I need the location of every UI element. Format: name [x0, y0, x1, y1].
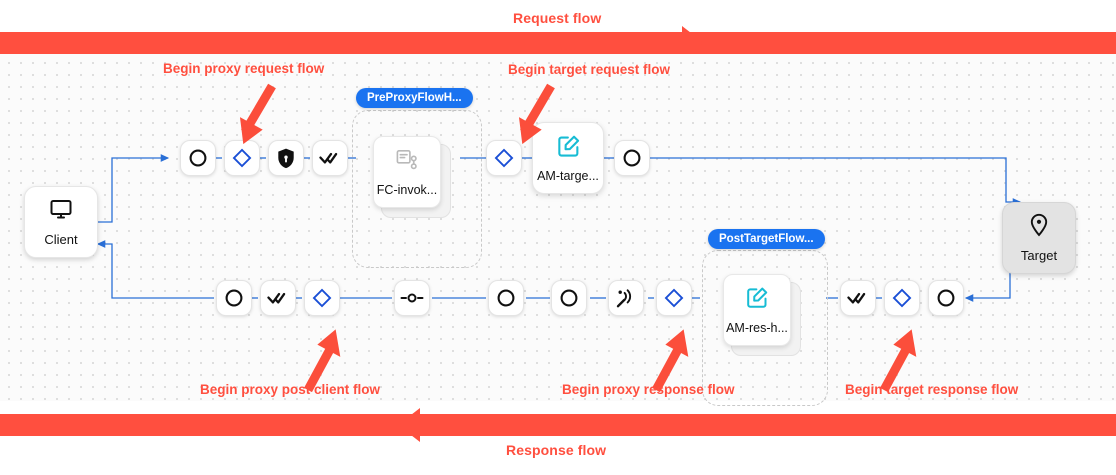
node-req-checks[interactable] — [312, 140, 348, 176]
circle-icon — [224, 288, 244, 308]
diagram-canvas[interactable]: Client Target — [0, 54, 1116, 406]
node-req-start[interactable] — [180, 140, 216, 176]
diamond-icon — [494, 148, 514, 168]
group-badge-posttargetflow[interactable]: PostTargetFlow... — [708, 229, 825, 249]
diamond-icon — [312, 288, 332, 308]
annotation-arrow-begin-proxy-post-client-flow — [304, 329, 341, 392]
annotation-label-begin-target-request-flow: Begin target request flow — [508, 62, 671, 77]
node-res-broadcast[interactable] — [608, 280, 644, 316]
node-res-client-start[interactable] — [216, 280, 252, 316]
node-res-target-flow[interactable] — [884, 280, 920, 316]
node-res-mid-a[interactable] — [488, 280, 524, 316]
node-res-client-checks[interactable] — [260, 280, 296, 316]
assign-message-icon — [556, 134, 581, 164]
assign-message-icon — [745, 286, 769, 315]
annotation-arrow-begin-target-request-flow — [518, 83, 555, 144]
node-req-target-flow[interactable] — [486, 140, 522, 176]
satellite-icon — [615, 287, 637, 309]
policy-card-front[interactable]: AM-res-h... — [723, 274, 791, 346]
group-preproxyflowhook[interactable] — [352, 110, 482, 268]
monitor-icon — [49, 197, 73, 226]
node-res-post-client-flow[interactable] — [304, 280, 340, 316]
group-posttargetflow[interactable] — [702, 250, 828, 406]
request-flow-label: Request flow — [513, 10, 602, 26]
node-res-target-start[interactable] — [928, 280, 964, 316]
location-pin-icon — [1028, 213, 1050, 242]
double-check-icon — [267, 289, 289, 307]
circle-icon — [936, 288, 956, 308]
annotation-label-begin-target-response-flow: Begin target response flow — [845, 382, 1019, 397]
policy-card-front[interactable]: FC-invok... — [373, 136, 441, 208]
annotation-arrow-begin-proxy-request-flow — [239, 83, 276, 144]
request-flow-bar — [0, 32, 1116, 54]
node-res-proxy-flow[interactable] — [656, 280, 692, 316]
circle-icon — [559, 288, 579, 308]
circle-icon — [496, 288, 516, 308]
double-check-icon — [847, 289, 869, 307]
policy-card-am-target[interactable]: AM-targe... — [532, 122, 604, 194]
node-req-security[interactable] — [268, 140, 304, 176]
client-endpoint-label: Client — [44, 232, 78, 247]
diamond-icon — [664, 288, 684, 308]
node-req-end[interactable] — [614, 140, 650, 176]
flow-callout-icon — [395, 147, 420, 177]
node-res-mid-b[interactable] — [551, 280, 587, 316]
connector-node-icon — [400, 291, 424, 305]
diamond-icon — [232, 148, 252, 168]
client-endpoint-node[interactable]: Client — [24, 186, 98, 258]
group-badge-preproxyflowhook[interactable]: PreProxyFlowH... — [356, 88, 473, 108]
response-flow-arrowhead — [398, 408, 420, 442]
diamond-icon — [892, 288, 912, 308]
response-flow-label: Response flow — [506, 442, 607, 458]
node-res-target-checks[interactable] — [840, 280, 876, 316]
circle-icon — [188, 148, 208, 168]
annotation-arrow-begin-target-response-flow — [880, 329, 917, 392]
policy-label-am-target: AM-targe... — [537, 168, 599, 183]
circle-icon — [622, 148, 642, 168]
policy-label-am-res-h: AM-res-h... — [726, 320, 788, 335]
target-endpoint-node[interactable]: Target — [1002, 202, 1076, 274]
shield-lock-icon — [276, 148, 296, 169]
target-endpoint-label: Target — [1020, 248, 1058, 263]
node-req-proxy-flow[interactable] — [224, 140, 260, 176]
annotation-label-begin-proxy-response-flow: Begin proxy response flow — [562, 382, 735, 397]
double-check-icon — [319, 149, 341, 167]
response-flow-bar — [0, 414, 1116, 436]
node-res-connector[interactable] — [394, 280, 430, 316]
annotation-arrow-begin-proxy-response-flow — [652, 329, 689, 392]
request-flow-arrowhead — [682, 26, 704, 60]
policy-card-fc-invoke[interactable]: FC-invok... — [373, 136, 451, 218]
policy-card-am-res-h[interactable]: AM-res-h... — [723, 274, 801, 356]
annotation-label-begin-proxy-post-client-flow: Begin proxy post client flow — [200, 382, 381, 397]
annotation-label-begin-proxy-request-flow: Begin proxy request flow — [163, 61, 325, 76]
policy-label-fc-invoke: FC-invok... — [376, 183, 438, 197]
